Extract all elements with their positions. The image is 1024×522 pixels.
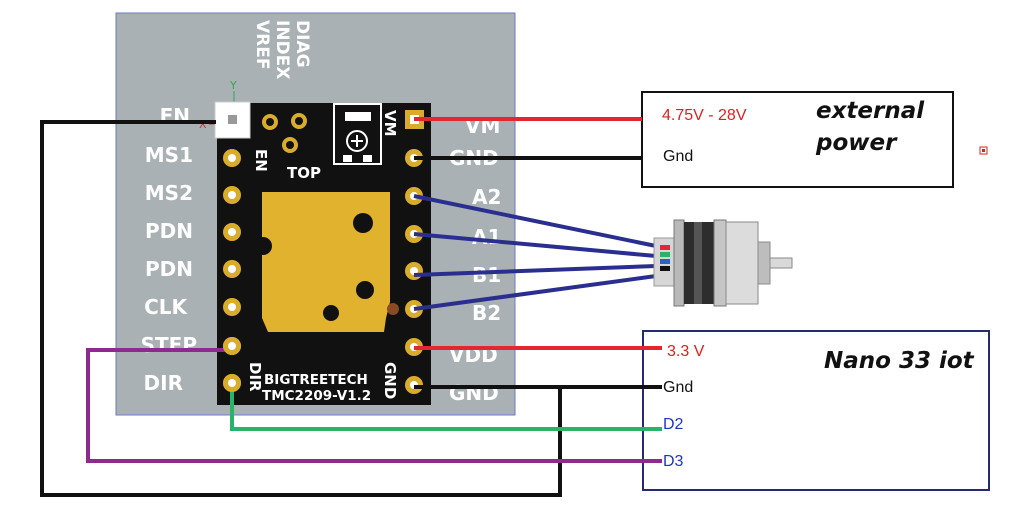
nano-gnd-label: Gnd <box>663 379 693 396</box>
power-gnd-label: Gnd <box>663 148 693 165</box>
nano-33v-label: 3.3 V <box>667 343 705 360</box>
pin-overlays <box>223 337 241 392</box>
external-power-box <box>641 91 954 188</box>
heatsink-notch-2 <box>353 213 373 233</box>
heatsink-notch-1 <box>254 237 272 255</box>
motor-connector-pin-4 <box>660 266 670 271</box>
pot-top-tab <box>345 112 371 121</box>
left-pin-hole-ms1 <box>228 154 236 162</box>
motor-connector-pin-2 <box>660 252 670 257</box>
wire-b1 <box>413 264 657 277</box>
top-pad-hole-3 <box>286 141 294 149</box>
pin-label-pdn-2: PDN <box>145 257 193 281</box>
pin-label-a1: A1 <box>472 225 501 249</box>
motor-endcap-right <box>713 219 727 307</box>
motor-endcap-left <box>673 219 685 307</box>
pin-label-en: EN <box>160 104 190 128</box>
small-marker-dot <box>982 149 985 152</box>
pin-label-clk: CLK <box>144 295 188 319</box>
left-pin-hole-clk <box>228 303 236 311</box>
top-pad-hole-2 <box>295 117 303 125</box>
motor-connector-pin-1 <box>660 245 670 250</box>
wires <box>40 117 662 497</box>
pin-label-ms2: MS2 <box>145 181 193 205</box>
power-title-line2: power <box>815 130 898 156</box>
top-label-index: INDEX <box>272 20 292 79</box>
heatsink-notch-4 <box>323 305 339 321</box>
nano-d3-label: D3 <box>663 453 684 470</box>
chip-label-en: EN <box>252 149 270 172</box>
wire-step <box>86 348 662 463</box>
left-pin-hole-ms2 <box>228 191 236 199</box>
top-labels: DIAG INDEX VREF <box>252 20 312 79</box>
brand-label: BIGTREETECH <box>264 372 368 388</box>
chip-label-dir: DIR <box>246 362 264 392</box>
pin-label-dir: DIR <box>144 371 183 395</box>
heatsink-notch-5 <box>387 303 399 315</box>
left-pin-hole-pdn-2 <box>228 265 236 273</box>
top-pads <box>262 113 307 153</box>
jumper-mark-y: Y <box>229 79 237 92</box>
pin-label-step: STEP <box>141 333 197 357</box>
chip-label-vm: VM <box>381 110 399 137</box>
motor-boss <box>757 241 771 285</box>
potentiometer-icon <box>333 103 382 165</box>
top-label-vref: VREF <box>252 20 272 69</box>
pin-label-gnd-2: GND <box>449 381 499 405</box>
top-label-diag: DIAG <box>292 20 312 68</box>
pot-foot-1 <box>343 155 352 162</box>
pin-label-a2: A2 <box>472 185 501 209</box>
motor-front-plate <box>725 221 759 305</box>
pot-foot-2 <box>363 155 372 162</box>
wire-a2 <box>413 194 657 248</box>
wire-a1 <box>413 232 657 258</box>
top-pad-hole-1 <box>266 118 274 126</box>
stepper-motor-icon <box>653 219 793 307</box>
power-voltage-label: 4.75V - 28V <box>662 107 747 124</box>
motor-shaft <box>769 257 793 269</box>
left-pin-hole-pdn-1 <box>228 228 236 236</box>
small-marker <box>979 146 988 155</box>
jumper-header-pin <box>228 115 237 124</box>
pin-label-pdn-1: PDN <box>145 219 193 243</box>
top-marker: TOP <box>287 164 321 182</box>
motor-body-stripe <box>694 222 702 304</box>
motor-connector-pin-3 <box>660 259 670 264</box>
heatsink-notch-3 <box>356 281 374 299</box>
model-label: TMC2209-V1.2 <box>262 388 371 404</box>
overlay-step-hole <box>228 342 236 350</box>
pin-label-b2: B2 <box>472 301 501 325</box>
pin-label-b1: B1 <box>472 263 501 287</box>
nano-d2-label: D2 <box>663 416 684 433</box>
power-title-line1: external <box>816 98 925 124</box>
chip-label-gnd: GND <box>381 362 399 399</box>
wire-b2 <box>413 274 657 311</box>
overlay-dir-hole <box>228 379 236 387</box>
wire-dir <box>230 383 662 431</box>
jumper-mark-x: X <box>199 118 207 131</box>
nano-title: Nano 33 iot <box>824 348 975 374</box>
nano-box <box>642 330 990 491</box>
pin-label-ms1: MS1 <box>145 143 193 167</box>
